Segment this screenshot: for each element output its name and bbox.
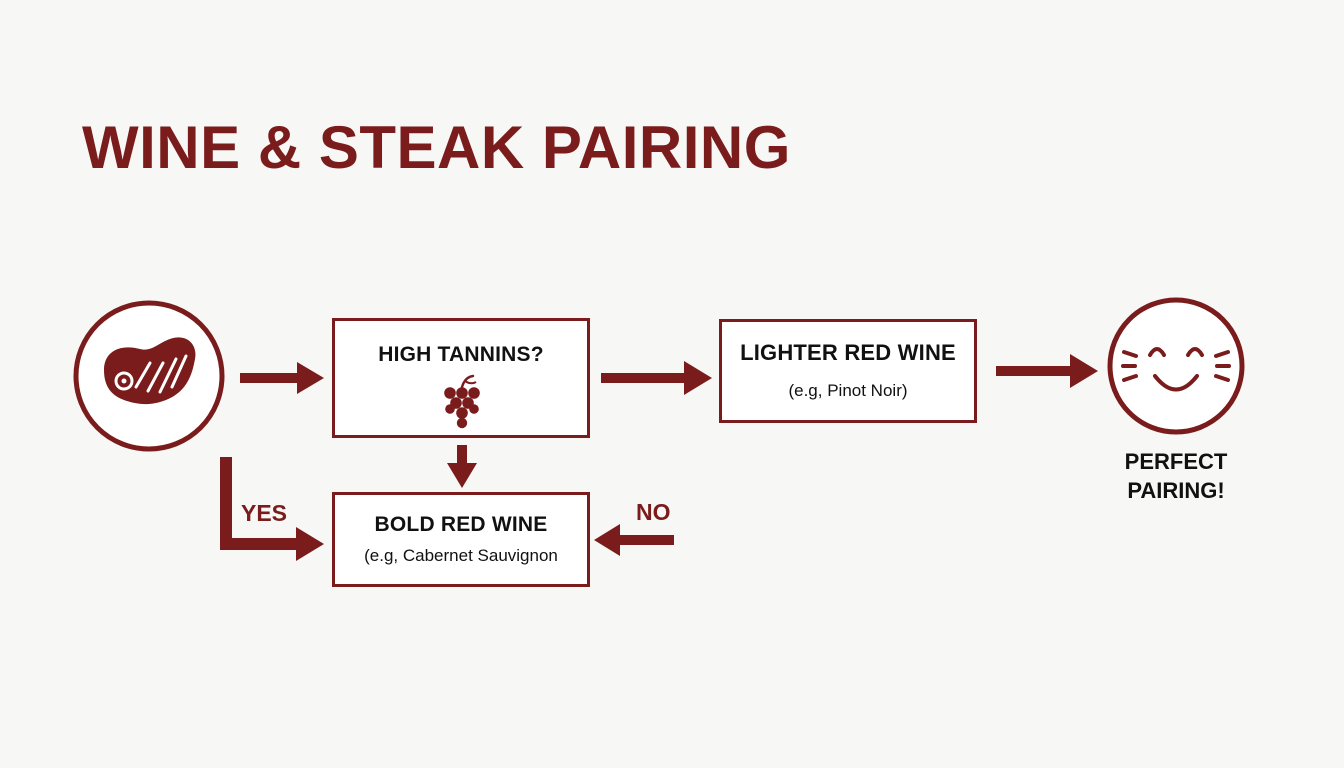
bold-red-wine-example: (e.g, Cabernet Sauvignon <box>364 546 558 565</box>
outcome-label-line2: PAIRING! <box>1127 478 1225 503</box>
steak-icon <box>104 337 196 405</box>
smiley-icon <box>1121 347 1231 392</box>
arrow-no-to-bold <box>594 524 674 556</box>
outcome-label-line1: PERFECT <box>1124 449 1228 474</box>
bold-red-wine-box: BOLD RED WINE (e.g, Cabernet Sauvignon <box>332 492 590 587</box>
decision-box: HIGH TANNINS? <box>332 318 590 438</box>
lighter-red-wine-title: LIGHTER RED WINE <box>740 340 956 365</box>
outcome-label: PERFECT PAIRING! <box>1100 447 1252 505</box>
decision-title: HIGH TANNINS? <box>378 343 544 366</box>
arrow-decision-to-lighter <box>601 361 712 395</box>
arrow-yes-to-bold <box>220 457 324 561</box>
lighter-red-wine-example: (e.g, Pinot Noir) <box>788 381 908 400</box>
no-label: NO <box>636 499 671 525</box>
arrow-steak-to-decision <box>240 362 324 394</box>
steak-node <box>73 300 225 452</box>
page-title: WINE & STEAK PAIRING <box>82 114 791 181</box>
arrow-lighter-to-outcome <box>996 354 1098 388</box>
bold-red-wine-title: BOLD RED WINE <box>374 513 548 536</box>
lighter-red-wine-box: LIGHTER RED WINE (e.g, Pinot Noir) <box>719 319 977 423</box>
yes-label: YES <box>241 500 288 526</box>
outcome-node <box>1107 297 1245 435</box>
arrow-decision-to-bold <box>447 445 477 488</box>
grapes-icon <box>444 374 480 429</box>
